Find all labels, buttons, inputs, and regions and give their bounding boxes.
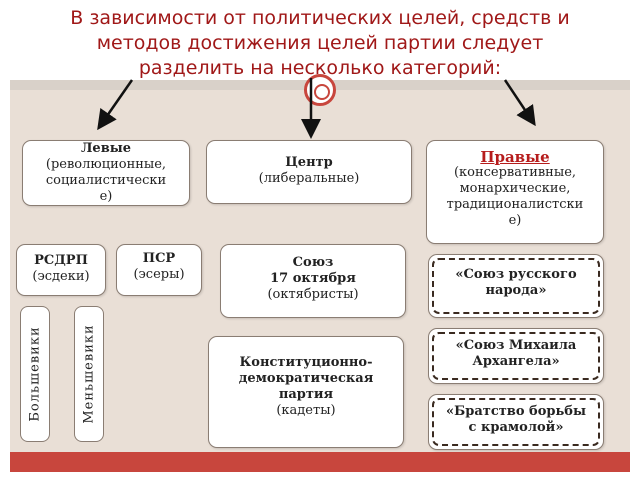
category-left-heading: Левые [80,141,132,156]
category-right-subtitle-3: традиционалистски [446,197,584,212]
category-right-heading: Правые [480,148,550,166]
footer-bar [10,452,630,472]
slide-title: В зависимости от политических целей, сре… [20,6,620,81]
title-band [0,0,640,88]
category-center-subtitle: (либеральные) [258,171,360,186]
category-right-subtitle-1: (консервативные, [453,165,577,180]
category-right-subtitle-2: монархические, [459,181,571,196]
party-octobrists-line2: 17 октября [270,271,356,286]
party-rsdrp-alias: (эсдеки) [32,269,90,284]
party-brotherhood-line2: с крамолой» [468,420,564,435]
category-center-box: Центр (либеральные) [206,140,412,204]
faction-bolsheviks-box: Большевики [20,306,50,442]
party-right-box: «Братство борьбы с крамолой» [428,394,604,450]
category-left-subtitle-1: (революционные, [45,157,167,172]
party-rsdrp-name: РСДРП [34,253,88,268]
title-line-1: В зависимости от политических целей, сре… [70,7,570,29]
category-right-box: Правые (консервативные, монархические, т… [426,140,604,244]
category-left-box: Левые (революционные, социалистически е) [22,140,190,206]
party-kadets-box: Конституционно- демократическая партия (… [208,336,404,448]
arrow-to-right [503,79,536,127]
party-archangel-line1: «Союз Михаила [455,338,577,353]
arrow-to-left [97,79,134,131]
party-kadets-alias: (кадеты) [276,403,336,418]
party-rsdrp-box: РСДРП (эсдеки) [16,244,106,296]
party-octobrists-line1: Союз [292,255,334,270]
party-right-box: «Союз Михаила Архангела» [428,328,604,384]
faction-bolsheviks-label: Большевики [27,326,43,422]
party-archangel-line2: Архангела» [472,354,560,369]
title-line-3: разделить на несколько категорий: [138,57,502,79]
faction-mensheviks-box: Меньшевики [74,306,104,442]
divider-circle-ornament [304,74,336,106]
party-octobrists-alias: (октябристы) [267,287,359,302]
party-octobrists-box: Союз 17 октября (октябристы) [220,244,406,318]
party-kadets-line1: Конституционно- [239,355,373,370]
party-russian-people-line2: народа» [485,283,547,298]
party-psr-name: ПСР [142,251,176,266]
party-russian-people-line1: «Союз русского [455,267,577,282]
faction-mensheviks-label: Меньшевики [81,324,97,424]
party-kadets-line2: демократическая [238,371,374,386]
party-kadets-line3: партия [278,387,334,402]
category-right-subtitle-4: е) [508,213,522,228]
category-left-subtitle-2: социалистически [45,173,167,188]
title-line-2: методов достижения целей партии следует [96,32,544,54]
party-psr-box: ПСР (эсеры) [116,244,202,296]
category-center-heading: Центр [285,155,333,170]
category-left-subtitle-3: е) [99,189,113,204]
party-brotherhood-line1: «Братство борьбы [446,404,586,419]
party-psr-alias: (эсеры) [133,267,185,282]
party-right-box: «Союз русского народа» [428,254,604,318]
